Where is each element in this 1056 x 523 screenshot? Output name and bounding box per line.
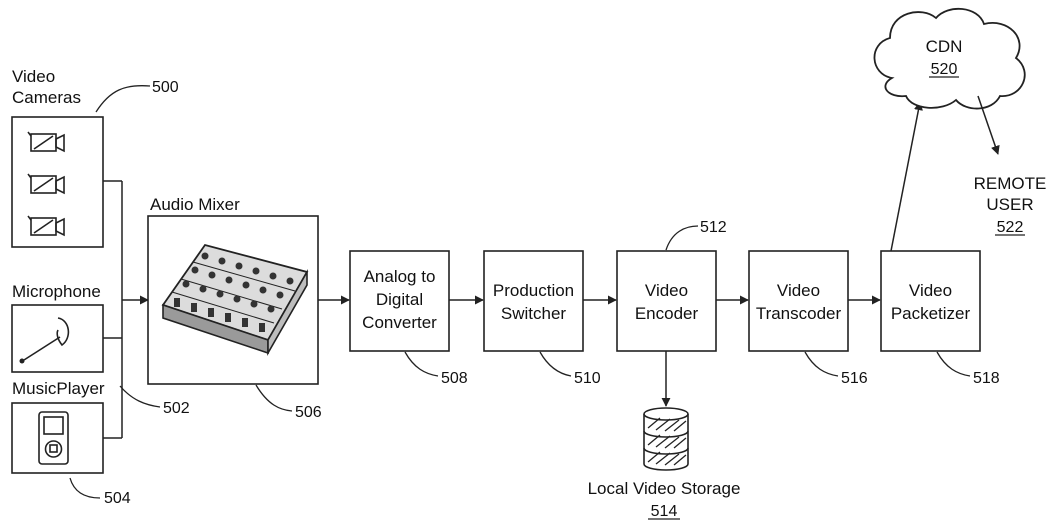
switcher-ref: 510	[574, 370, 601, 387]
storage-title: Local Video Storage	[588, 479, 741, 498]
source-bus-lines	[103, 180, 149, 439]
adc-ref: 508	[441, 370, 468, 387]
database-icon	[643, 407, 689, 471]
video-camera-icon	[27, 173, 65, 195]
adc-box	[349, 250, 450, 352]
music-player-box	[11, 402, 104, 474]
audio-mixer-ref: 506	[295, 404, 322, 421]
packetizer-label-line1: Video	[909, 281, 952, 300]
encoder-label-line1: Video	[645, 281, 688, 300]
music-player-title: MusicPlayer	[12, 379, 105, 398]
arrow-packetizer-to-cdn	[890, 101, 923, 252]
transcoder-ref: 516	[841, 370, 868, 387]
microphone-leader-line	[119, 385, 161, 408]
music-player-ref: 504	[104, 490, 131, 507]
microphone-title: Microphone	[12, 282, 101, 301]
music-player-leader-line	[69, 477, 101, 499]
adc-label-line2: Digital	[376, 290, 423, 309]
adc-label-line1: Analog to	[364, 267, 436, 286]
video-camera-icon	[27, 215, 65, 237]
cameras-ref: 500	[152, 79, 179, 96]
cameras-title-line1: Video	[12, 67, 55, 86]
cameras-leader-line	[95, 84, 151, 113]
music-player-icon	[38, 411, 69, 465]
cdn-ref: 520	[931, 61, 958, 78]
production-switcher-box	[483, 250, 584, 352]
switcher-label-line1: Production	[493, 281, 574, 300]
cameras-title-line2: Cameras	[12, 88, 81, 107]
transcoder-label-line2: Transcoder	[756, 304, 842, 323]
adc-label-line3: Converter	[362, 313, 437, 332]
switcher-label-line2: Switcher	[501, 304, 567, 323]
encoder-leader-line	[665, 225, 699, 251]
microphone-icon	[19, 317, 70, 364]
cloud-icon	[873, 7, 1026, 110]
video-packetizer-box	[880, 250, 981, 352]
video-transcoder-box	[748, 250, 849, 352]
remote-user-label-line1: REMOTE	[974, 174, 1047, 193]
switcher-leader-line	[539, 351, 572, 377]
remote-user-label-line2: USER	[986, 195, 1033, 214]
cdn-title: CDN	[926, 37, 963, 56]
storage-ref: 514	[651, 503, 678, 520]
packetizer-leader-line	[936, 351, 971, 377]
arrow-cdn-to-remote-user	[977, 95, 1000, 155]
packetizer-label-line2: Packetizer	[891, 304, 971, 323]
video-encoder-box	[616, 250, 717, 352]
encoder-ref: 512	[700, 219, 727, 236]
packetizer-ref: 518	[973, 370, 1000, 387]
microphone-ref: 502	[163, 400, 190, 417]
transcoder-label-line1: Video	[777, 281, 820, 300]
video-cameras-box	[11, 116, 104, 248]
adc-leader-line	[404, 351, 439, 377]
remote-user-ref: 522	[997, 219, 1024, 236]
encoder-label-line2: Encoder	[635, 304, 699, 323]
transcoder-leader-line	[804, 351, 839, 377]
audio-mixer-title: Audio Mixer	[150, 195, 240, 214]
video-camera-icon	[27, 131, 65, 153]
audio-mixer-icon	[161, 243, 309, 357]
audio-mixer-leader-line	[255, 384, 293, 412]
